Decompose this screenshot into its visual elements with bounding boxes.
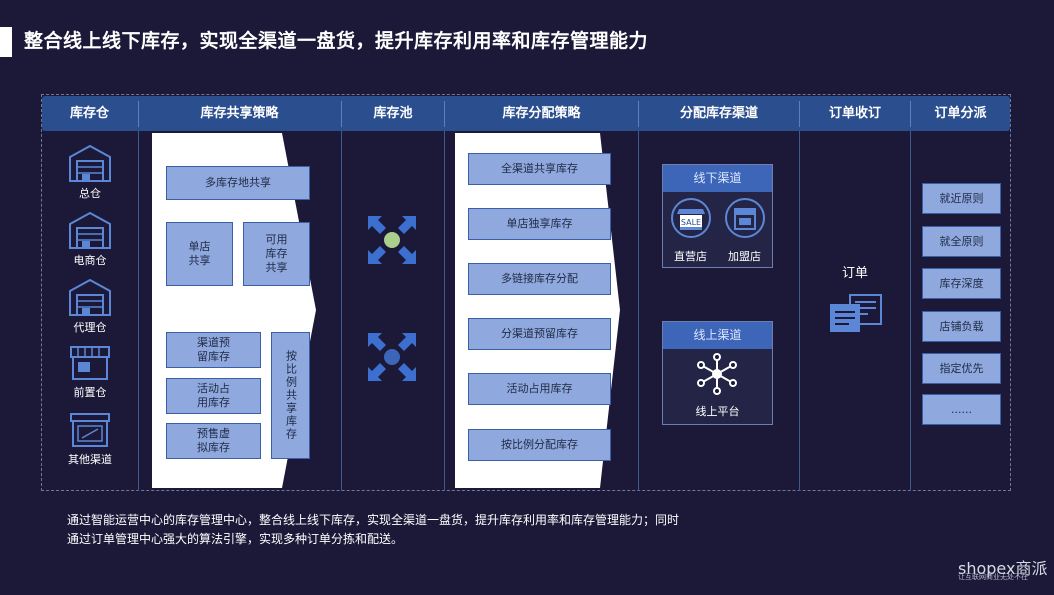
strategy-ratio-share: 按比例共享库存 xyxy=(271,332,310,459)
channel-label-direct-store: 直营店 xyxy=(674,250,707,263)
storefront-icon xyxy=(70,346,110,380)
warehouse-item-ecommerce: 电商仓 xyxy=(66,210,114,268)
strategy-activity-occupied: 活动占 用库存 xyxy=(166,378,261,414)
warehouse-label: 其他渠道 xyxy=(68,453,112,466)
order-label: 订单 xyxy=(841,266,868,281)
dispatch-rule-more: ...... xyxy=(922,394,1001,425)
column-header-allocation: 库存分配策略 xyxy=(502,106,581,121)
svg-text:SALE: SALE xyxy=(681,218,701,227)
shop-icon xyxy=(70,413,110,447)
storefront-icon xyxy=(725,198,765,238)
warehouse-item-agent: 代理仓 xyxy=(66,277,114,335)
header-separator xyxy=(138,101,139,127)
column-divider xyxy=(444,131,445,491)
header-separator xyxy=(910,101,911,127)
warehouse-item-front: 前置仓 xyxy=(66,344,114,400)
pool-dot xyxy=(384,349,400,365)
column-header-sharing: 库存共享策略 xyxy=(200,106,279,121)
diagram-frame xyxy=(41,94,1011,491)
dispatch-rule-nearest: 就近原则 xyxy=(922,183,1001,214)
allocation-channel-reserve: 分渠道预留库存 xyxy=(468,318,611,350)
column-header-order: 订单收订 xyxy=(828,106,881,121)
warehouse-icon xyxy=(69,144,111,182)
allocation-single-store-exclusive: 单店独享库存 xyxy=(468,208,611,240)
header-separator xyxy=(444,101,445,127)
column-divider xyxy=(341,131,342,491)
title-accent-bar xyxy=(0,27,12,57)
allocation-all-channel-share: 全渠道共享库存 xyxy=(468,153,611,185)
allocation-activity-occupied: 活动占用库存 xyxy=(468,373,611,405)
strategy-available-stock-share: 可用 库存 共享 xyxy=(243,222,310,286)
warehouse-label: 代理仓 xyxy=(73,321,107,334)
column-divider xyxy=(638,131,639,491)
column-header-dispatch: 订单分派 xyxy=(934,106,987,121)
order-document-icon xyxy=(830,294,882,332)
offline-channel-title: 线下渠道 xyxy=(663,165,772,192)
warehouse-icon xyxy=(69,211,111,249)
sale-store-icon: SALE xyxy=(671,198,711,238)
warehouse-label: 电商仓 xyxy=(73,254,107,267)
online-channel-box: 线上渠道 线上平台 xyxy=(662,321,773,425)
column-divider xyxy=(138,131,139,491)
header-separator xyxy=(799,101,800,127)
column-divider xyxy=(799,131,800,491)
column-header-channels: 分配库存渠道 xyxy=(679,106,758,121)
channel-label-franchise-store: 加盟店 xyxy=(728,250,761,263)
warehouse-item-main: 总仓 xyxy=(66,143,114,201)
column-header-bar: 库存仓 库存共享策略 库存池 库存分配策略 分配库存渠道 订单收订 订单分派 xyxy=(42,96,1010,131)
header-separator xyxy=(638,101,639,127)
description-line-2: 通过订单管理中心强大的算法引擎，实现多种订单分拣和配送。 xyxy=(67,532,404,546)
network-icon xyxy=(697,353,737,395)
dispatch-rule-complete: 就全原则 xyxy=(922,226,1001,257)
allocation-multi-link: 多链接库存分配 xyxy=(468,263,611,295)
strategy-multi-location-share: 多库存地共享 xyxy=(166,166,310,200)
online-channel-title: 线上渠道 xyxy=(663,322,772,349)
strategy-channel-reserve: 渠道预 留库存 xyxy=(166,332,261,368)
converge-arrows-icon xyxy=(368,216,416,264)
column-divider xyxy=(910,131,911,491)
dispatch-rule-stock-depth: 库存深度 xyxy=(922,268,1001,299)
brand-slogan: 让互联网商业无处不在 xyxy=(958,573,1028,581)
strategy-single-store-share: 单店 共享 xyxy=(166,222,233,286)
brand-logo: shopex商派 xyxy=(958,559,1048,578)
warehouse-label: 总仓 xyxy=(79,187,101,200)
warehouse-item-other: 其他渠道 xyxy=(66,411,114,467)
page-title: 整合线上线下库存，实现全渠道一盘货，提升库存利用率和库存管理能力 xyxy=(24,30,649,52)
dispatch-rule-priority: 指定优先 xyxy=(922,353,1001,384)
column-header-warehouse: 库存仓 xyxy=(69,106,109,121)
strategy-presale-virtual: 预售虚 拟库存 xyxy=(166,423,261,459)
pool-dot xyxy=(384,232,400,248)
column-header-pool: 库存池 xyxy=(373,106,413,121)
warehouse-label: 前置仓 xyxy=(73,386,107,399)
warehouse-icon xyxy=(69,278,111,316)
header-separator xyxy=(341,101,342,127)
converge-arrows-icon xyxy=(368,333,416,381)
offline-channel-box: 线下渠道 SALE 直营店 加盟店 xyxy=(662,164,773,268)
allocation-ratio: 按比例分配库存 xyxy=(468,429,611,461)
dispatch-rule-store-load: 店铺负载 xyxy=(922,311,1001,342)
channel-label-online-platform: 线上平台 xyxy=(695,405,740,418)
description-line-1: 通过智能运营中心的库存管理中心，整合线上线下库存，实现全渠道一盘货，提升库存利用… xyxy=(67,513,680,527)
